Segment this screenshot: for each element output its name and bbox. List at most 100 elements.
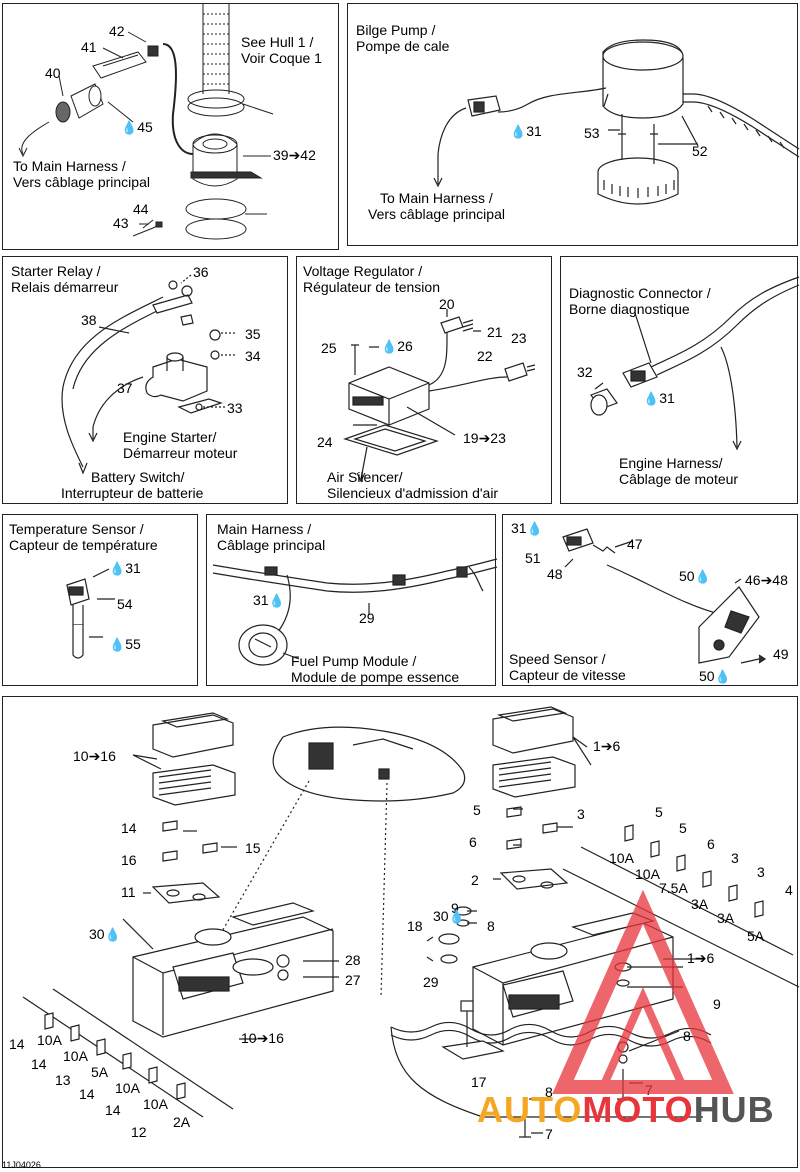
callout-48: 48 <box>547 566 563 582</box>
callout-51: 51 <box>525 550 541 566</box>
fuse-right-5-amp: 3A <box>717 910 735 926</box>
callout-8-lowest: 8 <box>545 1084 553 1100</box>
callout-50-speed-bottom: 50💧 <box>699 668 731 685</box>
callout-8-bottom: 8 <box>683 1028 691 1044</box>
callout-10-16-bottom: 10➔16 <box>241 1030 284 1046</box>
fuse-right-3-num: 6 <box>707 836 715 852</box>
engine-harness-label-fr: Câblage de moteur <box>619 471 739 487</box>
to-main-harness-label: To Main Harness / <box>13 158 126 174</box>
panel-starter-relay: Starter Relay / Relais démarreur 36 38 3… <box>2 256 288 504</box>
callout-17: 17 <box>471 1074 487 1090</box>
fuse-right-1-amp: 10A <box>609 850 634 866</box>
fuse-left-5-amp: 10A <box>143 1096 168 1112</box>
callout-25: 25 <box>321 340 337 356</box>
loctite-drop-icon: 💧 <box>381 339 398 354</box>
callout-43: 43 <box>113 215 129 231</box>
callout-40: 40 <box>45 65 61 81</box>
bilge-to-main-label-fr: Vers câblage principal <box>368 206 505 222</box>
air-silencer-label-fr: Silencieux d'admission d'air <box>327 485 499 501</box>
callout-19-23: 19➔23 <box>463 430 506 446</box>
watermark-text: AUTOMOTOHUB <box>477 1089 775 1130</box>
starter-relay-title: Starter Relay / <box>11 263 101 279</box>
fuse-right-6-num: 4 <box>785 882 793 898</box>
callout-9-top: 9 <box>451 900 459 916</box>
callout-27: 27 <box>345 972 361 988</box>
fuse-left-3-num: 13 <box>55 1072 71 1088</box>
callout-33: 33 <box>227 400 243 416</box>
watermark-logo-icon <box>552 889 734 1094</box>
bilge-pump-illustration <box>433 39 800 205</box>
loctite-drop-icon: 💧 <box>694 569 711 584</box>
callout-30-right: 30💧 <box>433 908 465 925</box>
callout-28: 28 <box>345 952 361 968</box>
callout-49: 49 <box>773 646 789 662</box>
bilge-to-main-label: To Main Harness / <box>380 190 493 206</box>
callout-21: 21 <box>487 324 503 340</box>
callout-31-temperature: 💧31 <box>109 560 141 577</box>
panel-bilge-pump: Bilge Pump / Pompe de cale To Main Harne… <box>347 3 800 246</box>
loctite-drop-icon: 💧 <box>109 561 126 576</box>
loctite-drop-icon: 💧 <box>714 669 731 684</box>
callout-8-top: 8 <box>487 918 495 934</box>
callout-46-48: 46➔48 <box>745 572 788 588</box>
callout-18: 18 <box>407 918 423 934</box>
loctite-drop-icon: 💧 <box>643 391 660 406</box>
loctite-drop-icon: 💧 <box>104 927 121 942</box>
callout-29-right: 29 <box>423 974 439 990</box>
callout-10-16-top: 10➔16 <box>73 748 116 764</box>
fuse-left-2-num: 14 <box>31 1056 47 1072</box>
callout-9-bottom: 9 <box>713 996 721 1012</box>
callout-31-bilge: 💧31 <box>510 123 542 140</box>
fuse-right-4-num: 3 <box>731 850 739 866</box>
bilge-pump-title-fr: Pompe de cale <box>356 38 450 54</box>
diagnostic-connector-title-fr: Borne diagnostique <box>569 301 690 317</box>
callout-44: 44 <box>133 201 149 217</box>
panel-voltage-regulator: Voltage Regulator / Régulateur de tensio… <box>296 256 552 504</box>
fuse-left-3-amp: 5A <box>91 1064 109 1080</box>
battery-switch-label: Battery Switch/ <box>91 469 185 485</box>
voltage-regulator-title: Voltage Regulator / <box>303 263 423 279</box>
temperature-sensor-illustration <box>66 568 115 659</box>
panel-fuse-boxes: 10➔16 14 15 16 11 30💧 28 27 10➔16 14 10A… <box>2 696 800 1168</box>
callout-30-left: 30💧 <box>89 926 121 943</box>
callout-50-speed-top: 50💧 <box>679 568 711 585</box>
temperature-sensor-title: Temperature Sensor / <box>9 521 144 537</box>
loctite-drop-icon: 💧 <box>109 637 126 652</box>
callout-26: 💧26 <box>381 338 413 355</box>
fuse-right-3-amp: 7.5A <box>659 880 688 896</box>
air-silencer-label: Air Silencer/ <box>327 469 403 485</box>
fuse-left-1-num: 14 <box>9 1036 25 1052</box>
callout-54: 54 <box>117 596 133 612</box>
voltage-regulator-title-fr: Régulateur de tension <box>303 279 440 295</box>
main-harness-title: Main Harness / <box>217 521 312 537</box>
bilge-pump-title: Bilge Pump / <box>356 22 436 38</box>
callout-39-42: 39➔42 <box>273 147 316 163</box>
callout-36: 36 <box>193 264 209 280</box>
callout-55: 💧55 <box>109 636 141 653</box>
callout-3-right: 3 <box>577 806 585 822</box>
engine-starter-label: Engine Starter/ <box>123 429 217 445</box>
callout-1-6-top: 1➔6 <box>593 738 621 754</box>
callout-31-speed: 31💧 <box>511 520 543 537</box>
callout-14-left: 14 <box>121 820 137 836</box>
document-code: 11J04026 <box>2 1160 41 1170</box>
speed-sensor-title: Speed Sensor / <box>509 651 606 667</box>
loctite-drop-icon: 💧 <box>268 593 285 608</box>
callout-53: 53 <box>584 125 600 141</box>
callout-20: 20 <box>439 296 455 312</box>
callout-22: 22 <box>477 348 493 364</box>
callout-7-bottom: 7 <box>545 1126 553 1142</box>
engine-harness-label: Engine Harness/ <box>619 455 723 471</box>
hull-connector-illustration <box>18 4 274 240</box>
fuse-right-5-num: 3 <box>757 864 765 880</box>
fuse-right-2-num: 5 <box>679 820 687 836</box>
callout-45: 💧45 <box>121 119 153 136</box>
temperature-sensor-title-fr: Capteur de température <box>9 537 158 553</box>
callout-32: 32 <box>577 364 593 380</box>
starter-relay-title-fr: Relais démarreur <box>11 279 119 295</box>
callout-15: 15 <box>245 840 261 856</box>
loctite-drop-icon: 💧 <box>526 521 543 536</box>
fuse-left-6-num: 12 <box>131 1124 147 1140</box>
callout-23: 23 <box>511 330 527 346</box>
callout-5-right: 5 <box>473 802 481 818</box>
